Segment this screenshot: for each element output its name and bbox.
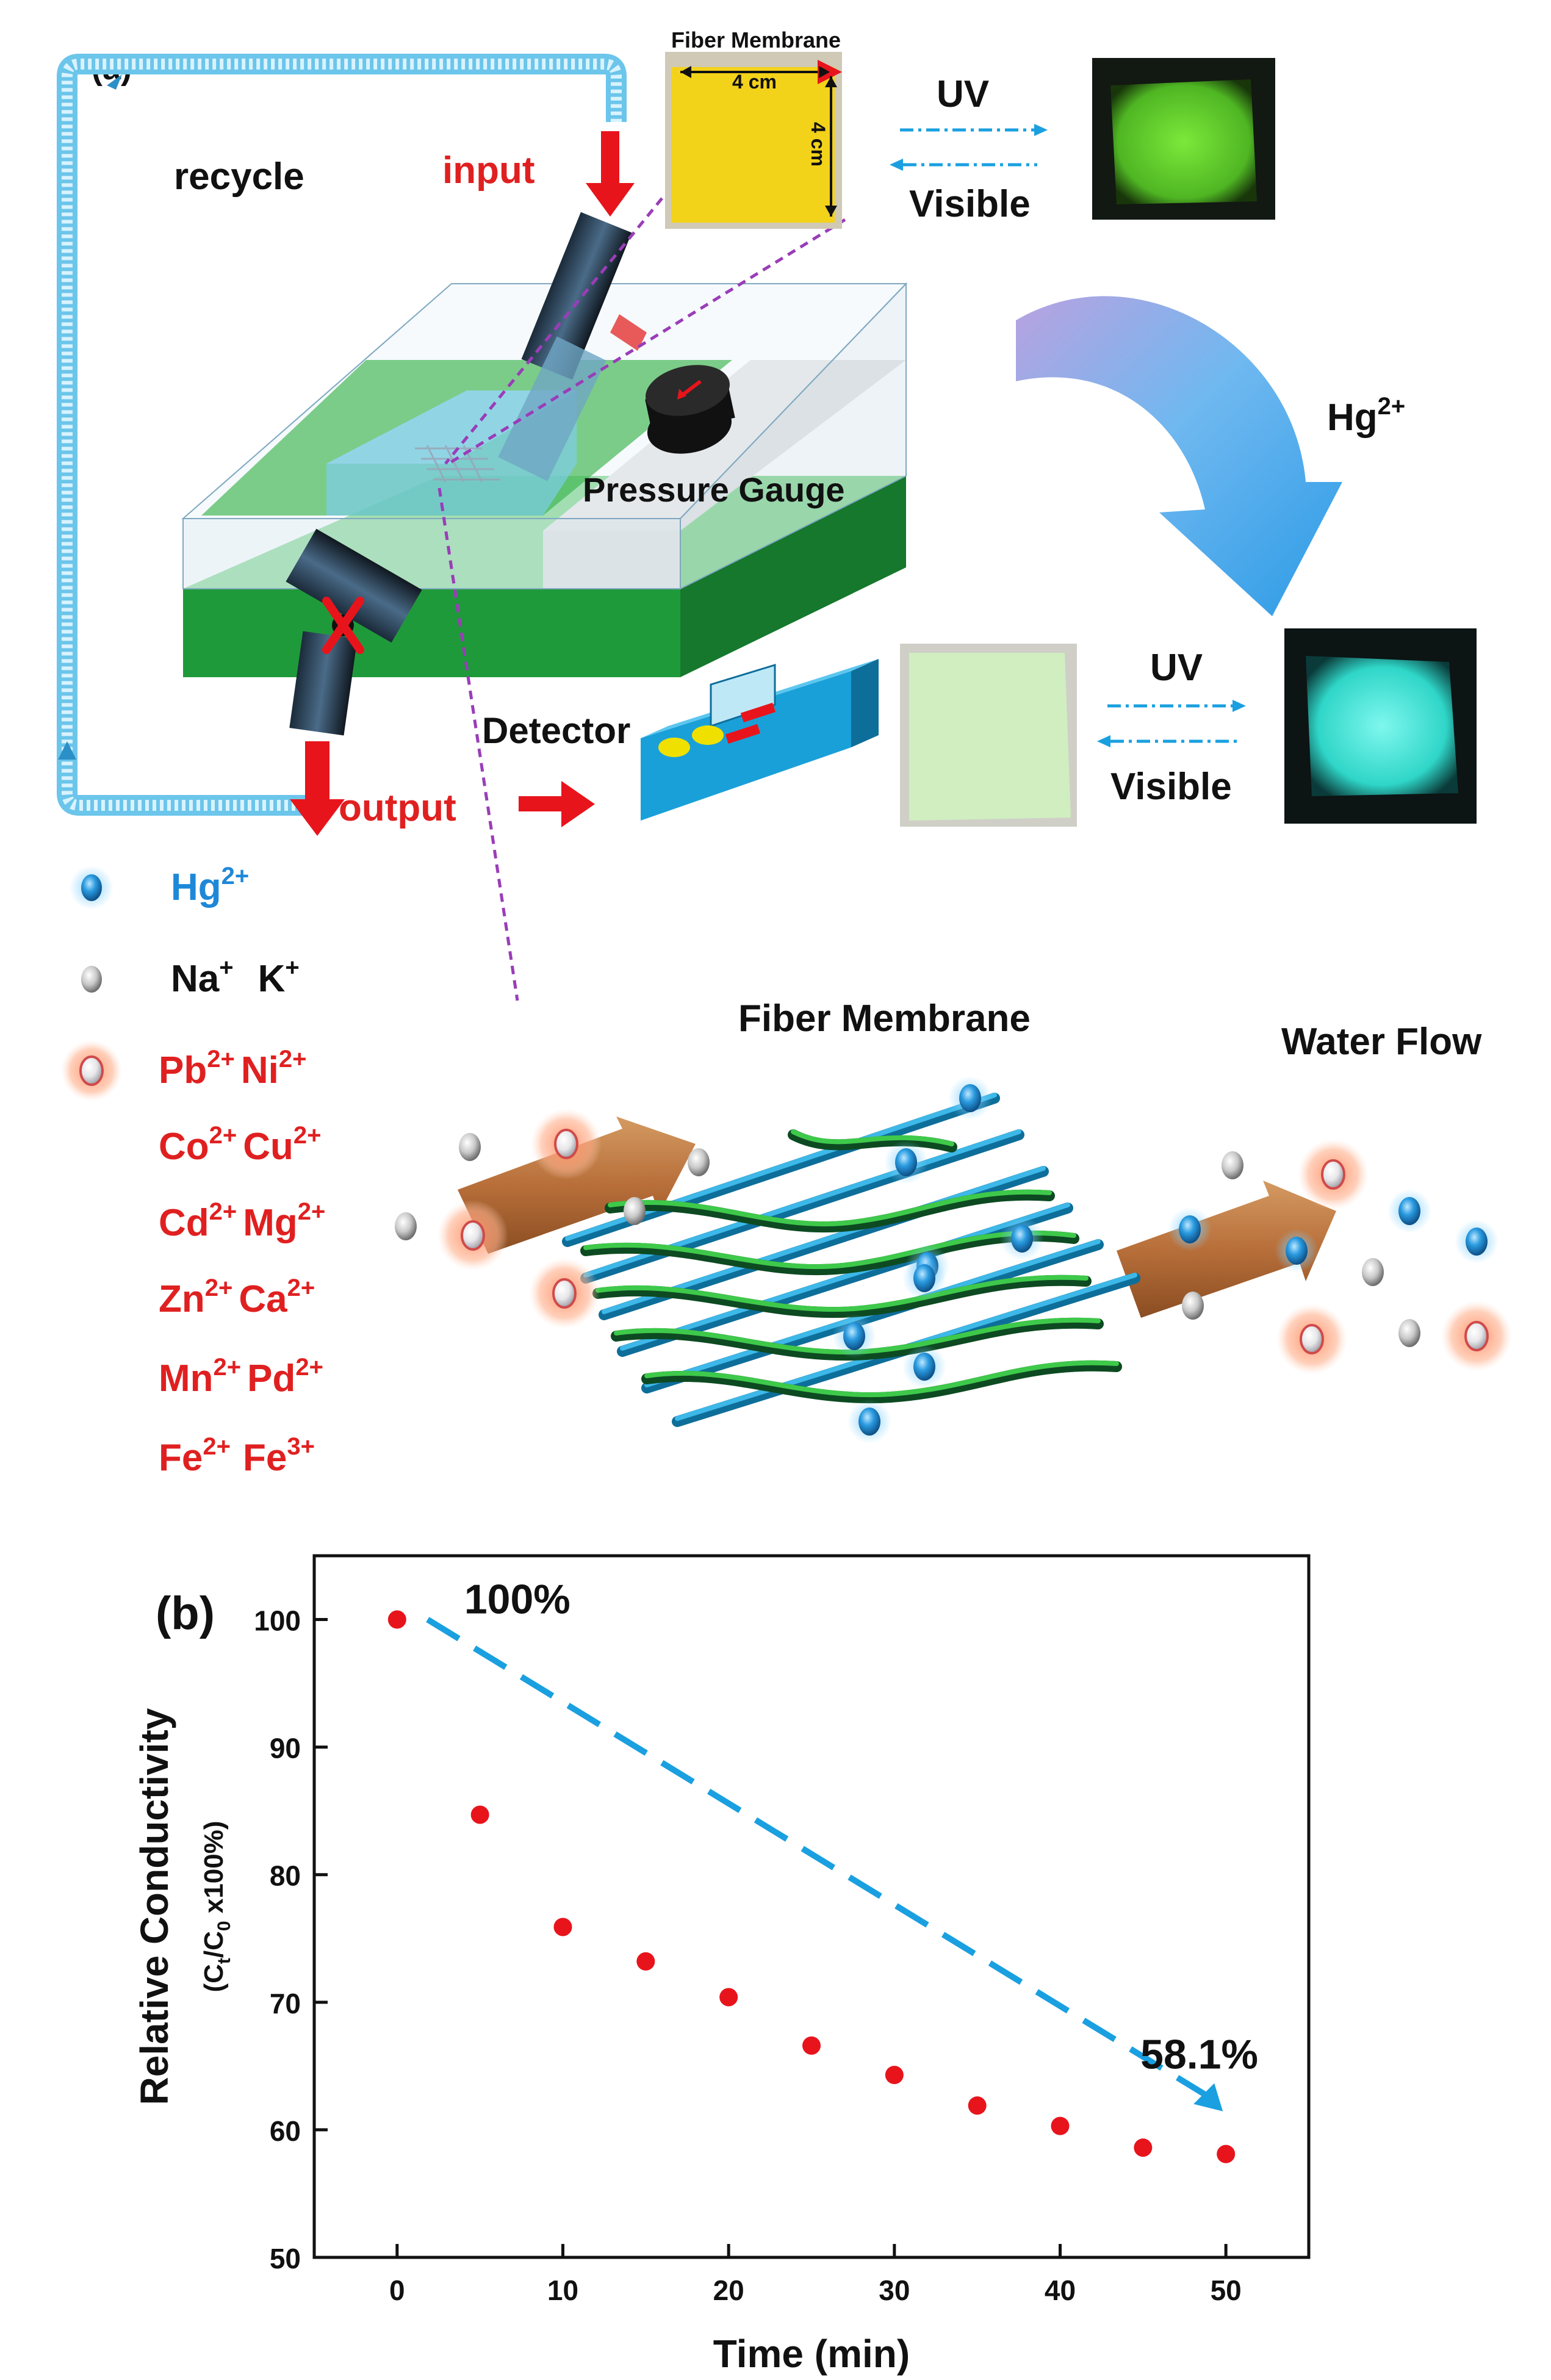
x-tick-label: 30 <box>879 2274 910 2306</box>
svg-text:Co2+Cu2+: Co2+Cu2+ <box>159 1122 322 1168</box>
panel-b-chart: (b) 50 60 70 80 90 100 0 10 20 30 40 50 100% 58.1%… <box>132 1554 1311 2376</box>
to-detector-arrow-icon <box>519 781 595 827</box>
pale-membrane-photo <box>900 644 1077 827</box>
y-tick-label: 100 <box>254 1605 301 1637</box>
data-point <box>636 1952 655 1971</box>
ion-legend: Hg2+ Na+K+ Pb2+Ni2+ Co2+Cu2+ Cd2+Mg2+ Zn… <box>61 863 325 1479</box>
recycle-arrow-icon <box>107 74 122 90</box>
dim-height-label: 4 cm <box>807 122 829 167</box>
data-point <box>802 2036 821 2055</box>
uv-arrows-top <box>900 128 1037 167</box>
output-arrow-icon <box>290 741 345 836</box>
fiber-membrane-label: Fiber Membrane <box>738 998 1031 1040</box>
outlet-pipe <box>286 528 422 736</box>
svg-text:Mn2+Pd2+: Mn2+Pd2+ <box>159 1354 323 1400</box>
callout-lines <box>437 197 846 1001</box>
visible-label-top: Visible <box>909 183 1031 225</box>
y-tick-label: 50 <box>270 2243 301 2274</box>
hg-transition-arrow: Hg2+ <box>1016 296 1405 616</box>
data-point <box>719 1988 738 2007</box>
panel-b-label: (b) <box>156 1587 215 1639</box>
svg-text:Cd2+Mg2+: Cd2+Mg2+ <box>159 1198 325 1244</box>
y-tick-label: 80 <box>270 1860 301 1892</box>
fiber-mesh <box>562 1093 1140 1427</box>
pressure-gauge-label: Pressure Gauge <box>583 470 845 509</box>
trend-arrow-head <box>1193 2083 1223 2112</box>
output-label: output <box>339 787 456 829</box>
annotation-start: 100% <box>464 1576 570 1623</box>
legend-nak-icon <box>81 966 102 993</box>
recycle-pipe <box>57 54 627 816</box>
legend-nak-label: Na+K+ <box>171 954 300 1000</box>
legend-hg-icon <box>70 866 113 910</box>
nak-ions <box>395 1133 1420 1347</box>
detector-label: Detector <box>482 710 630 751</box>
data-points <box>387 1610 1236 2163</box>
flow-arrows <box>458 1116 1336 1318</box>
svg-text:Pb2+Ni2+: Pb2+Ni2+ <box>159 1046 306 1091</box>
visible-label-bottom: Visible <box>1110 766 1232 808</box>
dim-width-label: 4 cm <box>732 71 777 93</box>
trend-arrow-line <box>426 1617 1209 2099</box>
uv-label-top: UV <box>937 73 989 115</box>
legend-other-icon <box>61 1040 122 1101</box>
hg-ions <box>832 1076 1499 1443</box>
flow-cell-device: Pressure Gauge <box>181 197 908 1001</box>
x-tick-label: 0 <box>389 2274 405 2306</box>
recycle-arrow-icon <box>58 741 76 760</box>
water-flow-label: Water Flow <box>1281 1021 1482 1063</box>
x-axis-title: Time (min) <box>713 2332 910 2376</box>
hg-arrow-label: Hg2+ <box>1327 393 1405 439</box>
valve-icon <box>322 597 364 654</box>
green-fluorescent-photo <box>1092 58 1275 220</box>
y-axis-subtitle: (Ct/C0 x100%) <box>199 1821 234 1992</box>
panel-a: (a) recycle input <box>57 27 1512 1479</box>
data-point <box>885 2066 904 2084</box>
y-tick-label: 60 <box>270 2115 301 2147</box>
other-ions <box>437 1109 1512 1375</box>
uv-label-bottom: UV <box>1150 647 1203 689</box>
yellow-membrane-photo: Fiber Membrane 4 cm 4 cm <box>665 27 842 229</box>
x-tick-label: 20 <box>713 2274 744 2306</box>
recycle-label: recycle <box>174 156 304 198</box>
pressure-gauge-icon <box>645 365 735 454</box>
svg-text:Zn2+Ca2+: Zn2+Ca2+ <box>159 1274 315 1320</box>
data-point <box>553 1918 572 1936</box>
x-tick-label: 50 <box>1211 2274 1242 2306</box>
photo-title: Fiber Membrane <box>671 27 841 52</box>
x-tick-label: 40 <box>1045 2274 1076 2306</box>
annotation-end: 58.1% <box>1140 2032 1258 2078</box>
y-tick-label: 70 <box>270 1988 301 2019</box>
data-point <box>1134 2138 1153 2157</box>
svg-text:Fe2+Fe3+: Fe2+Fe3+ <box>159 1433 315 1479</box>
legend-other-labels: Pb2+Ni2+ Co2+Cu2+ Cd2+Mg2+ Zn2+Ca2+ Mn2+… <box>159 1046 325 1479</box>
data-point <box>470 1805 489 1824</box>
y-axis-ticks: 50 60 70 80 90 100 <box>254 1605 328 2274</box>
input-label: input <box>442 149 535 192</box>
cyan-fluorescent-photo <box>1284 628 1477 824</box>
data-point <box>968 2096 987 2115</box>
y-axis-title: Relative Conductivity <box>132 1708 176 2105</box>
uv-arrows-bottom <box>1107 704 1239 743</box>
x-axis-ticks: 0 10 20 30 40 50 <box>389 2244 1242 2306</box>
x-tick-label: 10 <box>547 2274 578 2306</box>
y-tick-label: 90 <box>270 1733 301 1764</box>
data-point <box>1051 2116 1070 2135</box>
detector-icon <box>641 659 879 821</box>
plot-frame <box>312 1554 1311 2259</box>
data-point <box>1217 2145 1236 2163</box>
input-arrow-icon <box>586 131 635 217</box>
data-point <box>387 1610 406 1629</box>
legend-hg-label: Hg2+ <box>171 863 249 908</box>
